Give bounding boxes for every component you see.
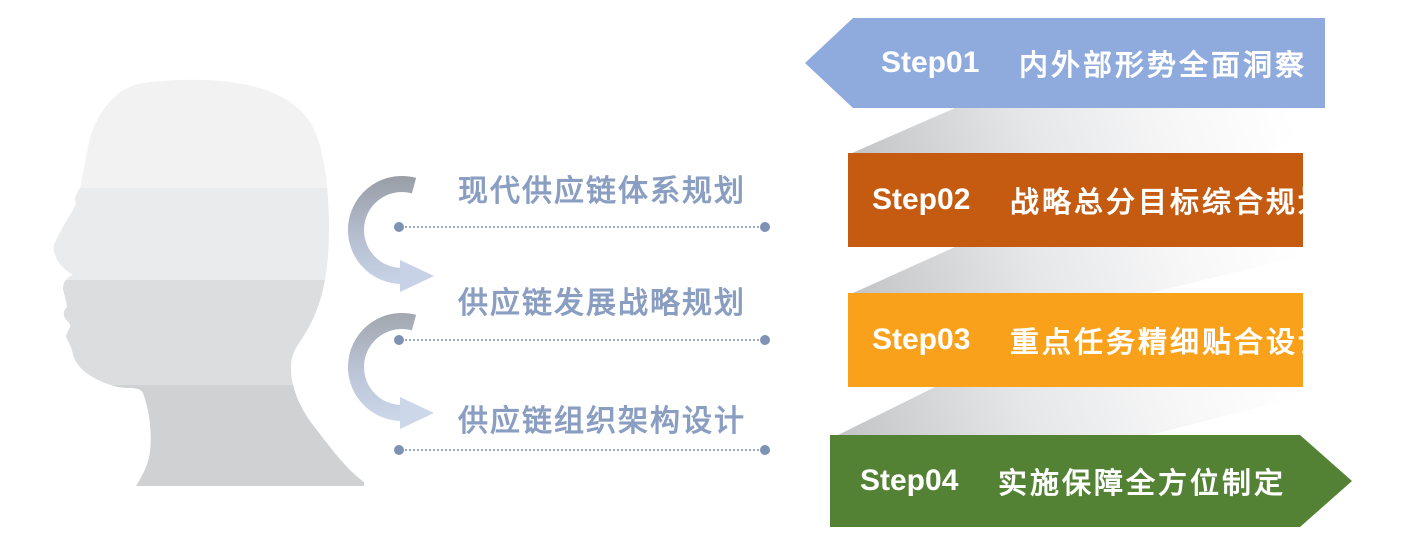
curved-arrow-2: [347, 313, 434, 429]
mid-label-2: 供应链发展战略规划: [458, 287, 746, 320]
dotted-line-3: [394, 445, 770, 455]
line-end-dot: [760, 445, 770, 455]
step-banner-2: Step02 战略总分目标综合规划: [848, 153, 1327, 247]
ribbon-fold-1: [852, 108, 1328, 153]
step-banner-3: Step03 重点任务精细贴合设计: [848, 293, 1327, 387]
step-title: 重点任务精细贴合设计: [1010, 327, 1331, 359]
head-silhouette: [53, 79, 364, 487]
head-band-1: [53, 79, 364, 188]
step-banner-1: Step01 内外部形势全面洞察: [805, 18, 1325, 108]
step-number: Step02: [872, 183, 971, 216]
ribbon-fold-2: [853, 247, 1340, 293]
step-number: Step01: [881, 46, 980, 79]
step-number: Step04: [860, 464, 959, 497]
step-title: 实施保障全方位制定: [998, 468, 1287, 500]
mid-label-1: 现代供应链体系规划: [458, 175, 746, 208]
line-end-dot: [394, 445, 404, 455]
line-end-dot: [760, 222, 770, 232]
step-banner-4: Step04 实施保障全方位制定: [830, 435, 1352, 527]
dotted-line-1: [394, 222, 770, 232]
mid-label-3: 供应链组织架构设计: [458, 405, 746, 438]
dotted-line-2: [394, 335, 770, 345]
line-end-dot: [394, 335, 404, 345]
ribbon-fold-3: [838, 387, 1340, 435]
flow-arrows: [347, 176, 434, 429]
curved-arrow-1: [347, 176, 434, 292]
head-band-4: [53, 385, 364, 487]
head-band-2: [53, 188, 364, 280]
step-number: Step03: [872, 323, 971, 356]
line-end-dot: [760, 335, 770, 345]
line-end-dot: [394, 222, 404, 232]
step-title: 战略总分目标综合规划: [1010, 187, 1331, 219]
step-title: 内外部形势全面洞察: [1019, 50, 1308, 82]
head-band-3: [53, 280, 364, 385]
